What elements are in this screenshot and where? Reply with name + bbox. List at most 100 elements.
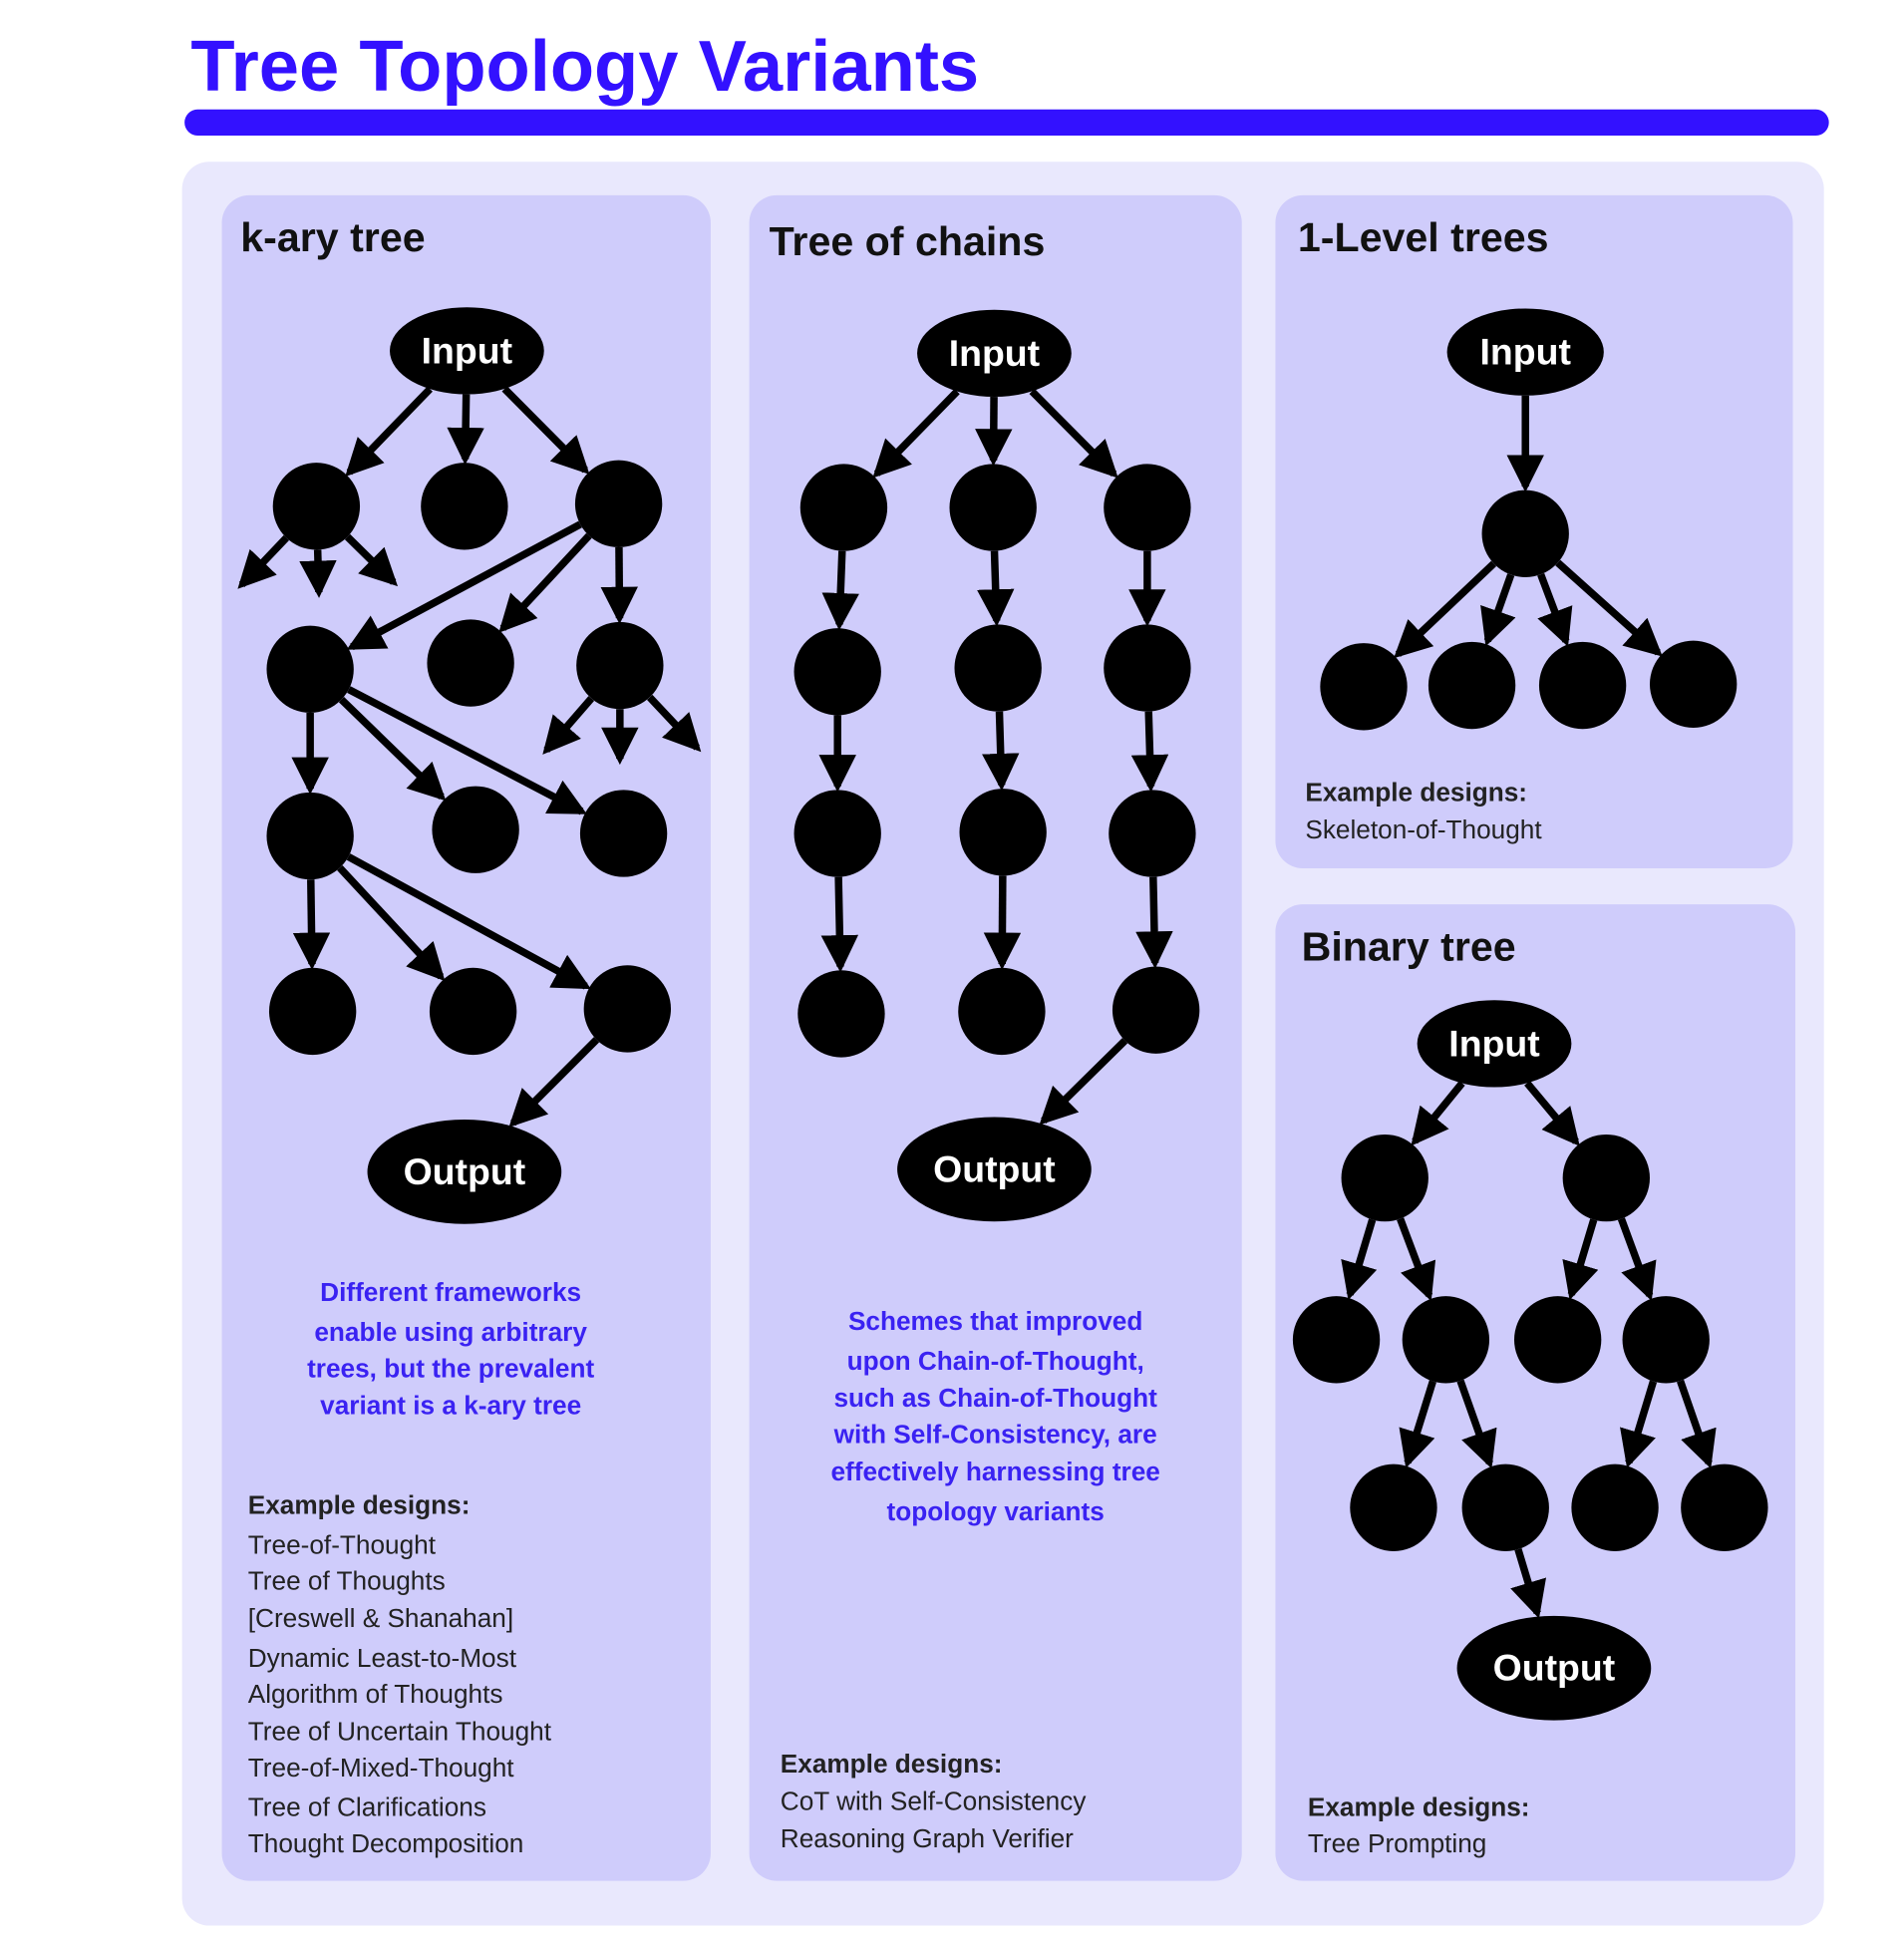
thought-node xyxy=(266,625,354,713)
thought-node xyxy=(954,624,1042,712)
thought-node xyxy=(1571,1463,1659,1551)
edge-arrow xyxy=(337,864,446,982)
examples-heading: Example designs: xyxy=(1308,1792,1530,1822)
panel-title: 1-Level trees xyxy=(1298,214,1549,260)
thought-node xyxy=(421,463,508,550)
input-label: Input xyxy=(422,329,512,371)
edge-arrow xyxy=(1620,1380,1658,1468)
input-label: Input xyxy=(949,332,1040,374)
edge-arrow xyxy=(1135,876,1173,969)
thought-node xyxy=(1649,640,1738,728)
thought-node xyxy=(268,967,357,1056)
edge-arrow xyxy=(1039,1038,1128,1126)
thought-node xyxy=(1341,1134,1428,1222)
thought-node xyxy=(797,970,885,1058)
thought-node xyxy=(583,965,672,1053)
thought-node xyxy=(1481,489,1569,577)
thought-node xyxy=(799,464,888,551)
edge-arrow xyxy=(1411,1081,1465,1146)
edge-arrow xyxy=(292,879,331,971)
example-item: Tree-of-Mixed-Thought xyxy=(248,1753,515,1783)
edge-arrow xyxy=(1524,1080,1580,1146)
example-item: Tree of Thoughts xyxy=(248,1566,446,1596)
edge-arrow xyxy=(1397,1217,1436,1302)
output-node xyxy=(367,1119,562,1224)
edge-arrow xyxy=(338,697,447,802)
example-item: Tree of Clarifications xyxy=(248,1792,486,1822)
panel-title: Tree of chains xyxy=(770,218,1046,264)
edge-arrow xyxy=(1617,1217,1657,1301)
edge-arrow xyxy=(346,520,582,651)
edge-arrow xyxy=(1399,1380,1436,1468)
thought-node xyxy=(1461,1463,1549,1551)
edge-arrow xyxy=(1537,572,1573,647)
thought-node xyxy=(1681,1463,1768,1551)
edge-arrow xyxy=(1456,1379,1497,1469)
chains-note-line: such as Chain-of-Thought xyxy=(833,1383,1157,1413)
edge-arrow xyxy=(600,546,638,625)
edge-arrow xyxy=(982,711,1020,792)
thought-node xyxy=(958,967,1046,1056)
edge-arrow xyxy=(344,533,399,587)
edge-arrow xyxy=(1510,1548,1547,1619)
page-title: Tree Topology Variants xyxy=(190,26,979,107)
output-node xyxy=(897,1117,1092,1222)
output-label: Output xyxy=(404,1150,526,1192)
examples-heading: Example designs: xyxy=(1305,778,1527,808)
examples-heading: Example designs: xyxy=(781,1749,1003,1779)
thought-node xyxy=(574,460,663,548)
edge-arrow xyxy=(1677,1379,1717,1469)
thought-node xyxy=(1292,1296,1381,1384)
example-item: [Creswell & Shanahan] xyxy=(248,1603,513,1633)
chains-note-line: Schemes that improved xyxy=(848,1306,1142,1336)
edge-arrow xyxy=(821,550,859,631)
edge-arrow xyxy=(345,386,433,478)
thought-node xyxy=(429,967,517,1056)
input-node xyxy=(917,309,1072,398)
input-node xyxy=(1417,1000,1572,1088)
example-item: Algorithm of Thoughts xyxy=(248,1679,503,1709)
input-node xyxy=(1446,308,1604,396)
edge-arrow xyxy=(346,853,591,990)
thought-node xyxy=(1109,790,1196,877)
edge-arrow xyxy=(1562,1218,1599,1301)
edge-arrow xyxy=(647,694,702,753)
kary-note-line: Different frameworks xyxy=(320,1277,581,1307)
example-item: Dynamic Least-to-Most xyxy=(248,1643,517,1673)
chains-note-line: topology variants xyxy=(887,1496,1105,1526)
thought-node xyxy=(579,790,668,877)
thought-node xyxy=(432,786,519,873)
edge-arrow xyxy=(508,1037,600,1128)
edge-arrow xyxy=(501,386,590,475)
edge-arrow xyxy=(820,876,859,973)
edge-arrow xyxy=(1130,711,1169,793)
thought-node xyxy=(793,790,881,877)
edge-arrow xyxy=(1029,388,1118,479)
edge-arrow xyxy=(299,549,337,598)
input-label: Input xyxy=(1448,1022,1539,1064)
example-item: Tree Prompting xyxy=(1308,1828,1487,1858)
thought-node xyxy=(949,464,1037,551)
edge-arrow xyxy=(977,550,1015,627)
thought-node xyxy=(1104,464,1191,551)
chains-note-line: upon Chain-of-Thought, xyxy=(847,1346,1144,1376)
kary-note-line: trees, but the prevalent xyxy=(307,1353,594,1383)
panel-title: k-ary tree xyxy=(240,214,425,260)
edge-arrow xyxy=(983,875,1022,971)
thought-node xyxy=(793,628,881,716)
panel-title: Binary tree xyxy=(1302,923,1516,969)
input-label: Input xyxy=(1480,331,1571,373)
thought-node xyxy=(1622,1296,1710,1384)
edge-arrow xyxy=(872,389,960,479)
kary-note-line: variant is a k-ary tree xyxy=(320,1391,581,1421)
thought-node xyxy=(1562,1134,1650,1222)
edge-arrow xyxy=(498,532,592,633)
example-item: Tree of Uncertain Thought xyxy=(248,1717,552,1747)
example-item: Tree-of-Thought xyxy=(248,1529,437,1559)
thought-node xyxy=(1350,1463,1437,1551)
example-item: Reasoning Graph Verifier xyxy=(781,1823,1074,1853)
edge-arrow xyxy=(1394,560,1497,659)
output-label: Output xyxy=(1493,1647,1616,1689)
chains-note-line: with Self-Consistency, are xyxy=(833,1419,1157,1449)
thought-node xyxy=(272,463,361,550)
